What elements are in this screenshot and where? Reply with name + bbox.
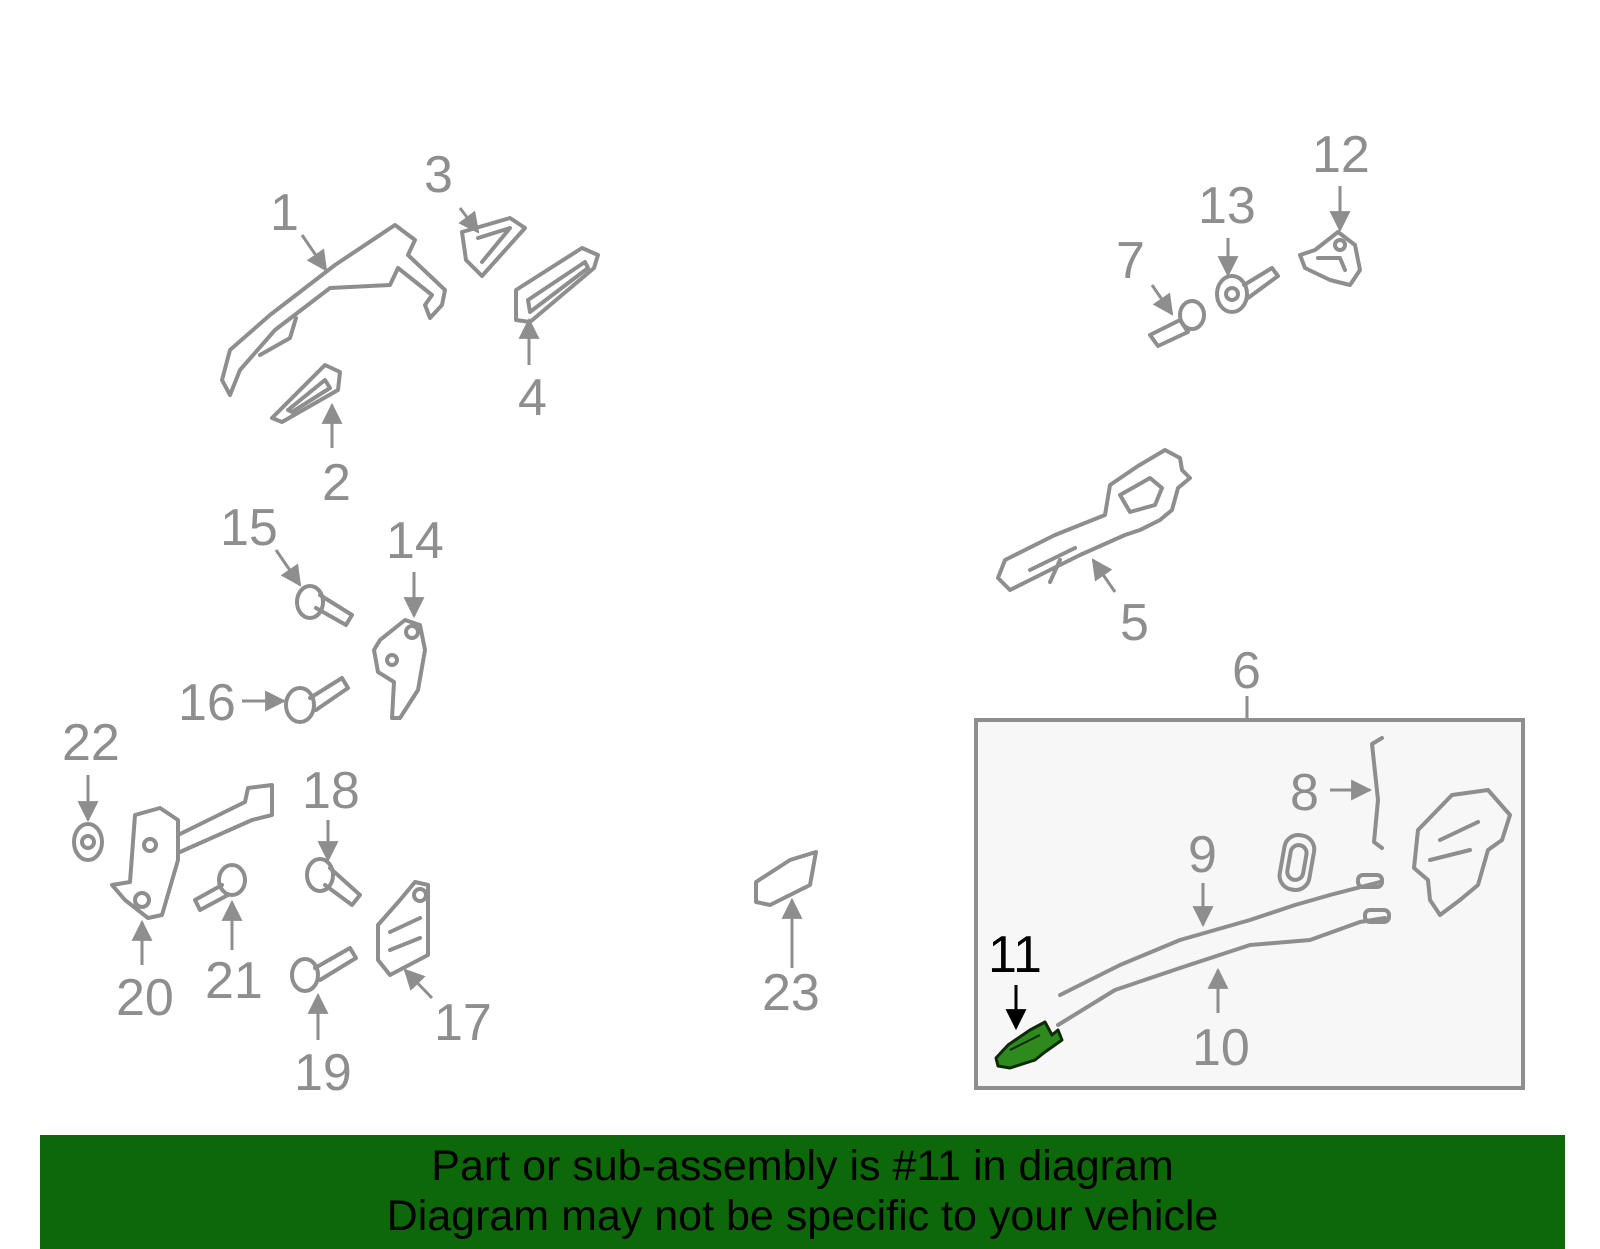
part-12-striker [1298,230,1362,287]
label-15: 15 [220,499,278,557]
label-11: 11 [988,926,1042,984]
label-12: 12 [1312,126,1370,184]
part-10-cable [1056,908,1391,1027]
label-4: 4 [518,369,547,427]
info-banner: Part or sub-assembly is #11 in diagram D… [40,1135,1565,1249]
label-1: 1 [270,184,299,242]
label-17: 17 [434,994,492,1052]
part-4-gasket [514,246,600,324]
leader-arrows [77,186,1373,1040]
part-15-bolt [295,584,354,627]
part-19-bolt [290,946,358,993]
part-labels: 1 2 3 4 5 6 7 8 9 10 11 12 13 14 15 16 1… [62,126,1370,1102]
part-11-cable-clip [994,1020,1064,1070]
part-22-nut [72,822,104,862]
part-5-frame [996,448,1192,592]
part-18-bolt [305,857,362,907]
label-8: 8 [1290,764,1319,822]
part-9-cable [1058,873,1384,997]
part-lock-actuator [1412,788,1512,917]
part-2-gasket [270,363,342,424]
part-20-door-check [110,783,274,920]
label-10: 10 [1192,1019,1250,1077]
label-23: 23 [762,964,820,1022]
label-5: 5 [1120,594,1149,652]
label-6: 6 [1232,642,1261,700]
label-13: 13 [1198,177,1256,235]
part-14-hinge [372,618,427,720]
part-7-screw [1148,299,1206,348]
label-9: 9 [1188,826,1217,884]
part-21-bolt [193,863,247,912]
part-grommet [1277,833,1317,892]
label-2: 2 [322,454,351,512]
label-3: 3 [424,146,453,204]
label-7: 7 [1116,232,1145,290]
label-22: 22 [62,714,120,772]
part-1-outer-handle [220,223,447,397]
part-16-bolt [284,676,350,724]
part-8-rod [1370,736,1384,850]
label-14: 14 [386,512,444,570]
banner-line-2: Diagram may not be specific to your vehi… [386,1192,1219,1240]
part-13-screw [1215,266,1280,314]
label-20: 20 [116,969,174,1027]
part-23-pad [754,850,818,907]
part-17-hinge [376,880,430,977]
label-21: 21 [205,952,263,1010]
part-3-cap [460,216,527,278]
label-19: 19 [294,1044,352,1102]
label-18: 18 [302,762,360,820]
label-16: 16 [178,674,236,732]
banner-line-1: Part or sub-assembly is #11 in diagram [431,1142,1174,1190]
